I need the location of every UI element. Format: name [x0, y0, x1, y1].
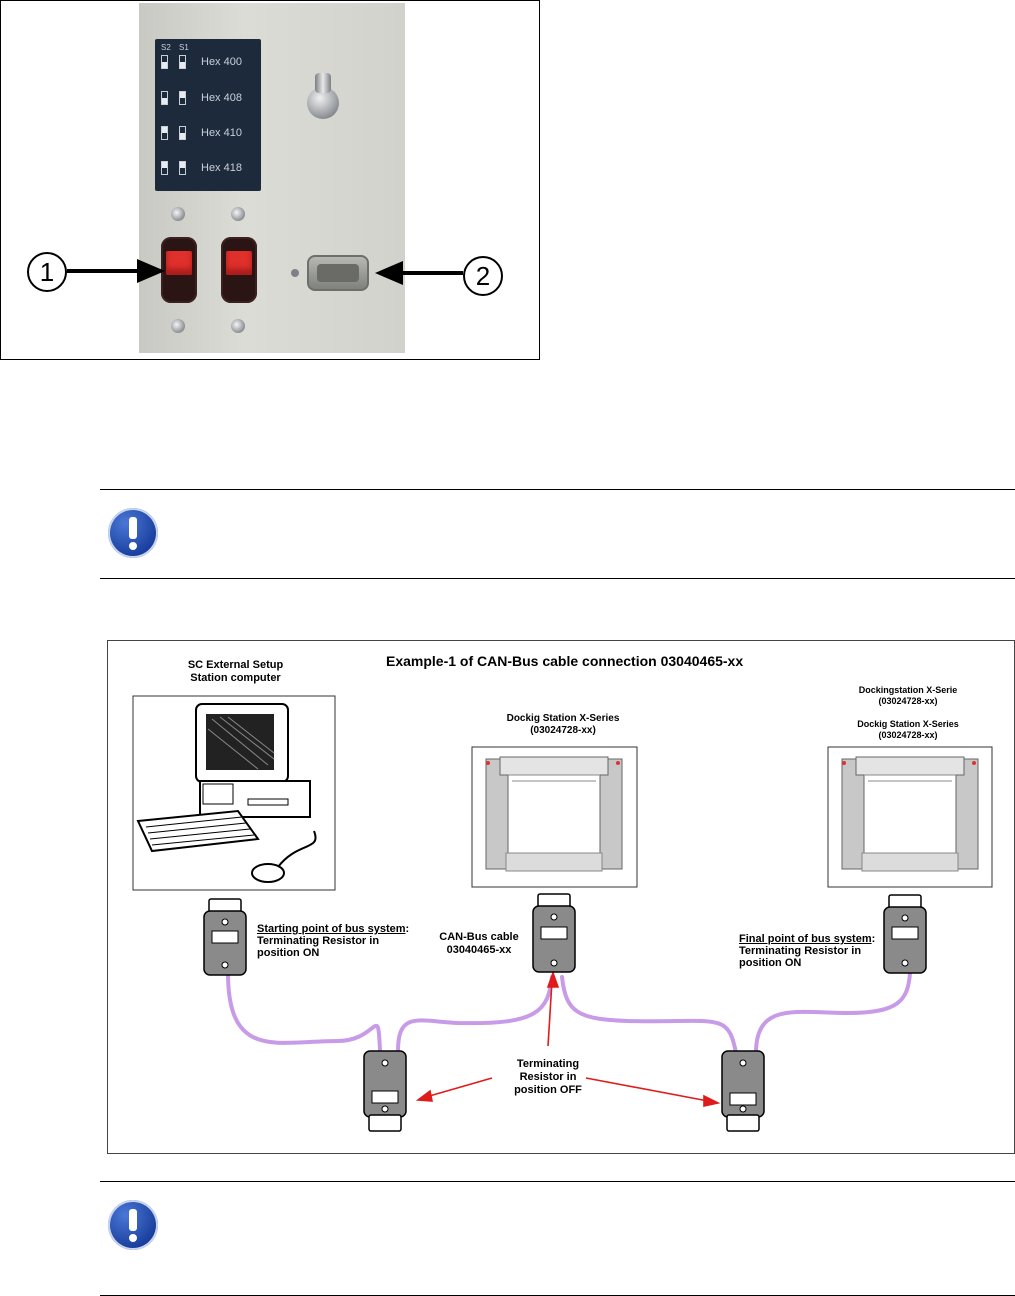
can-bus-cable: [226, 971, 912, 1055]
termination-switch-2: [221, 237, 257, 303]
start-point-label: Starting point of bus system: Terminatin…: [257, 923, 410, 959]
notice-bottom-rule: [100, 578, 1015, 579]
screw: [231, 207, 245, 221]
docking-station-right-label: Dockig Station X-Series (03024728-xx): [857, 719, 959, 740]
connector-screw: [291, 269, 299, 277]
callout-1: 1: [27, 252, 67, 292]
bus-plug-right-off: [721, 1050, 765, 1132]
exclamation-icon: [108, 508, 158, 558]
final-point-label: Final point of bus system: Terminating R…: [739, 933, 876, 969]
panel-photo: S2 S1 Hex 400 Hex 408 Hex 410 Hex 418: [0, 0, 540, 360]
bus-plug-mid: [532, 893, 576, 973]
diagram-title: Example-1 of CAN-Bus cable connection 03…: [386, 653, 744, 669]
docking-station-right-icon: [841, 756, 979, 872]
bus-plug-start: [203, 898, 247, 976]
docking-station-mid-icon: [485, 756, 623, 872]
bus-plug-left-off: [363, 1050, 407, 1132]
plate-row: Hex 410: [161, 124, 257, 144]
exclamation-icon: [108, 1200, 158, 1250]
computer-label: SC External Setup Station computer: [187, 659, 284, 684]
can-bus-connector: [307, 255, 369, 291]
notice-2-top-rule: [100, 1181, 1015, 1182]
terminating-arrows: [415, 970, 721, 1107]
can-bus-diagram: Example-1 of CAN-Bus cable connection 03…: [107, 640, 1015, 1154]
callout-2: 2: [463, 256, 503, 296]
termination-switch-1: [161, 237, 197, 303]
callout-arrows: [67, 259, 463, 285]
docking-station-right-top-label: Dockingstation X-Serie (03024728-xx): [858, 685, 958, 706]
air-valve: [303, 73, 343, 127]
bus-plug-final: [883, 894, 927, 974]
plate-header-s1: S1: [179, 43, 189, 52]
screw: [171, 207, 185, 221]
terminating-off-label: Terminating Resistor in position OFF: [514, 1058, 582, 1096]
plate-row: Hex 408: [161, 89, 257, 109]
device-panel: S2 S1 Hex 400 Hex 408 Hex 410 Hex 418: [139, 3, 405, 353]
diagram-graphics: [132, 695, 993, 1132]
can-bus-cable-label: CAN-Bus cable 03040465-xx: [439, 931, 519, 956]
notice-top-rule: [100, 489, 1015, 490]
plate-row: Hex 400: [161, 53, 257, 73]
plate-row: Hex 418: [161, 159, 257, 179]
address-switch-plate: S2 S1 Hex 400 Hex 408 Hex 410 Hex 418: [155, 39, 261, 191]
plate-header-s2: S2: [161, 43, 171, 52]
screw: [171, 319, 185, 333]
computer-icon: [136, 703, 317, 883]
docking-station-mid-label: Dockig Station X-Series (03024728-xx): [506, 713, 620, 736]
screw: [231, 319, 245, 333]
